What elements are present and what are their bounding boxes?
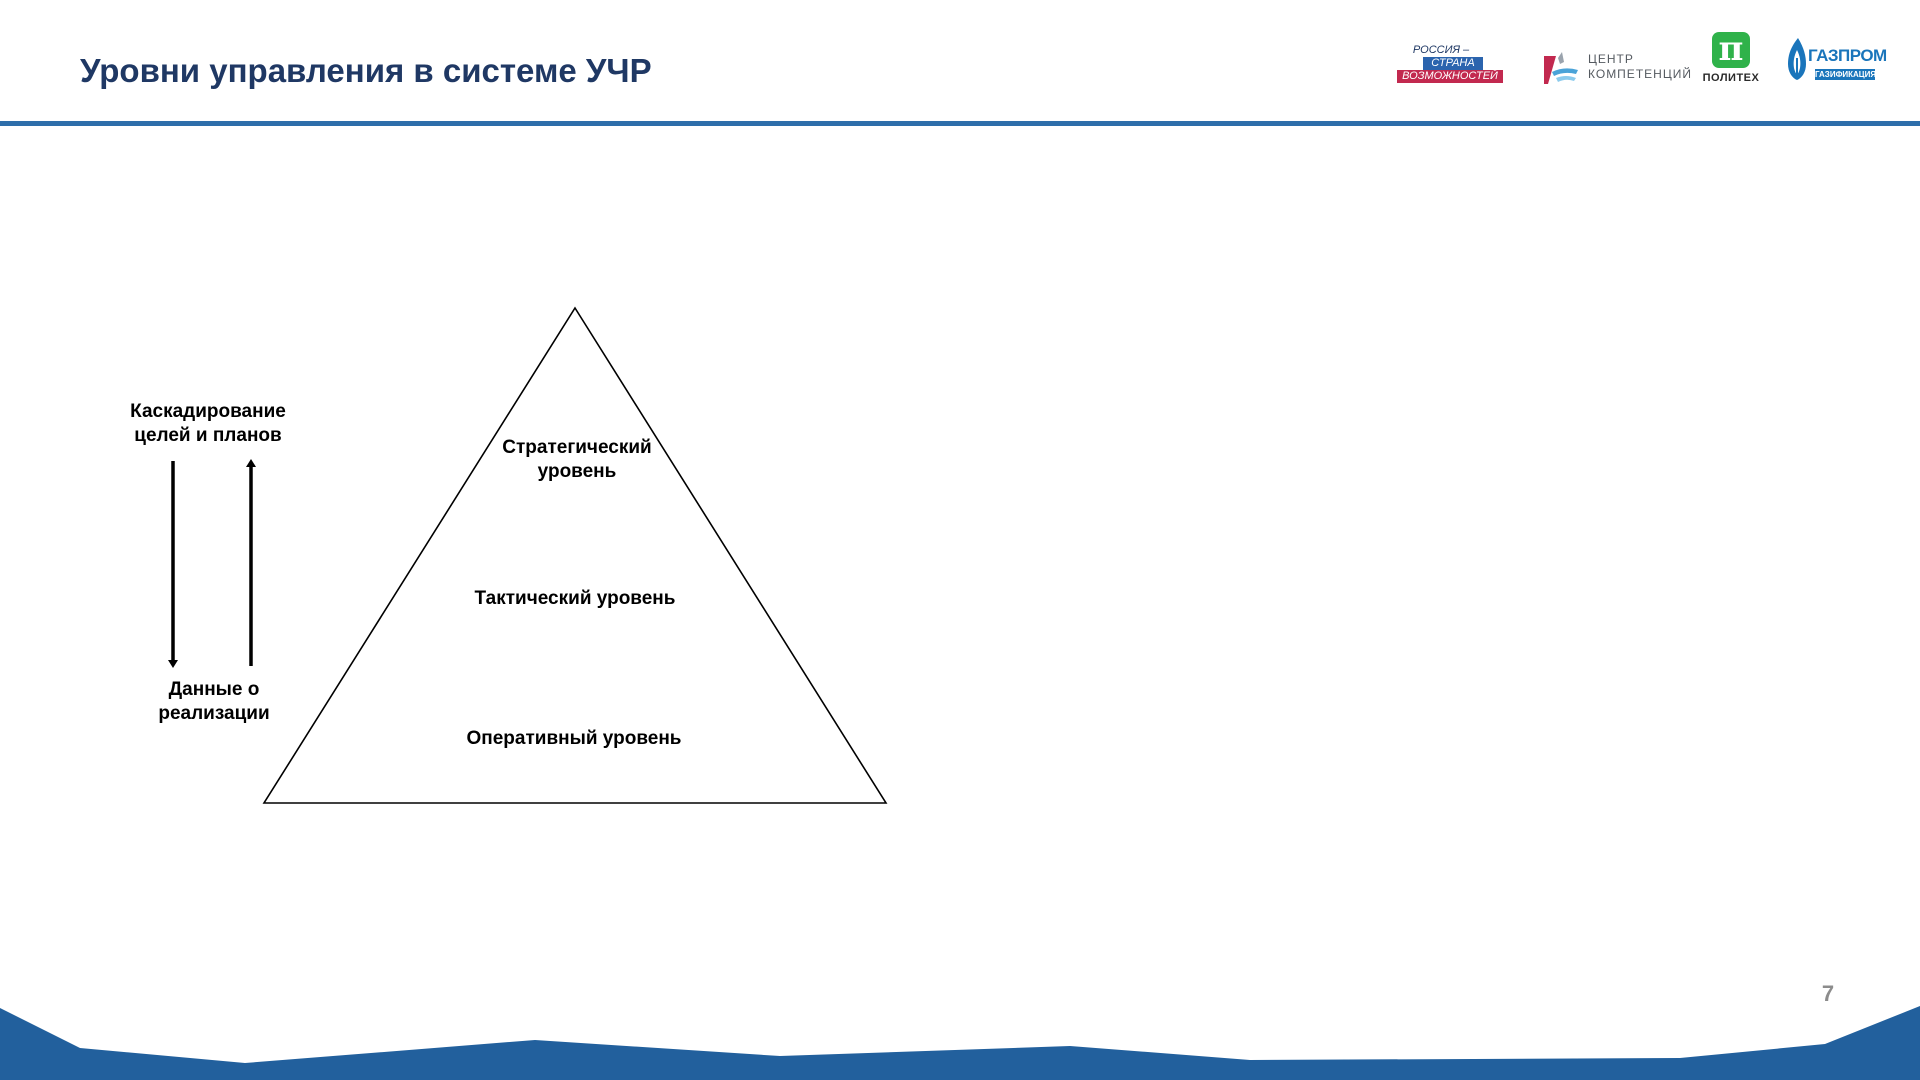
cascade-label: Каскадирование целей и планов	[130, 401, 286, 446]
header-divider	[0, 121, 1920, 126]
tactical-level-label: Тактический уровень	[474, 588, 676, 609]
competence-logo-line-1: ЦЕНТР	[1588, 52, 1634, 66]
page-number: 7	[1821, 981, 1835, 1006]
russia-logo-line-3: ВОЗМОЖНОСТЕЙ	[1397, 70, 1503, 83]
competence-center-logo: ЦЕНТР КОМПЕТЕНЦИЙ	[1540, 46, 1691, 90]
partner-logos: РОССИЯ – СТРАНА ВОЗМОЖНОСТЕЙ ЦЕНТР КОМПЕ…	[0, 29, 1920, 90]
russia-logo-line-1: РОССИЯ –	[1412, 44, 1470, 56]
gazprom-logo: ГАЗПРОМ ГАЗИФИКАЦИЯ	[1784, 36, 1887, 82]
strategic-level-label: Стратегический уровень	[502, 437, 652, 482]
gazprom-subtitle: ГАЗИФИКАЦИЯ	[1815, 69, 1877, 80]
footer-wave	[0, 1006, 1920, 1080]
polytech-label: ПОЛИТЕХ	[1702, 72, 1760, 84]
russia-opportunities-logo: РОССИЯ – СТРАНА ВОЗМОЖНОСТЕЙ	[1397, 44, 1503, 88]
pyramid-triangle	[262, 306, 888, 804]
feedback-label: Данные о реализации	[158, 679, 270, 724]
gazprom-name: ГАЗПРОМ	[1808, 46, 1887, 65]
gazprom-flame-icon	[1788, 38, 1806, 80]
polytech-icon: π	[1712, 29, 1750, 69]
slide-title: Уровни управления в системе УЧР	[80, 52, 652, 89]
polytech-logo: π ПОЛИТЕХ	[1700, 29, 1760, 88]
operative-level-label: Оперативный уровень	[466, 728, 682, 749]
russia-logo-line-2: СТРАНА	[1423, 57, 1483, 70]
competence-logo-line-2: КОМПЕТЕНЦИЙ	[1588, 67, 1692, 81]
competence-center-icon	[1544, 52, 1578, 84]
